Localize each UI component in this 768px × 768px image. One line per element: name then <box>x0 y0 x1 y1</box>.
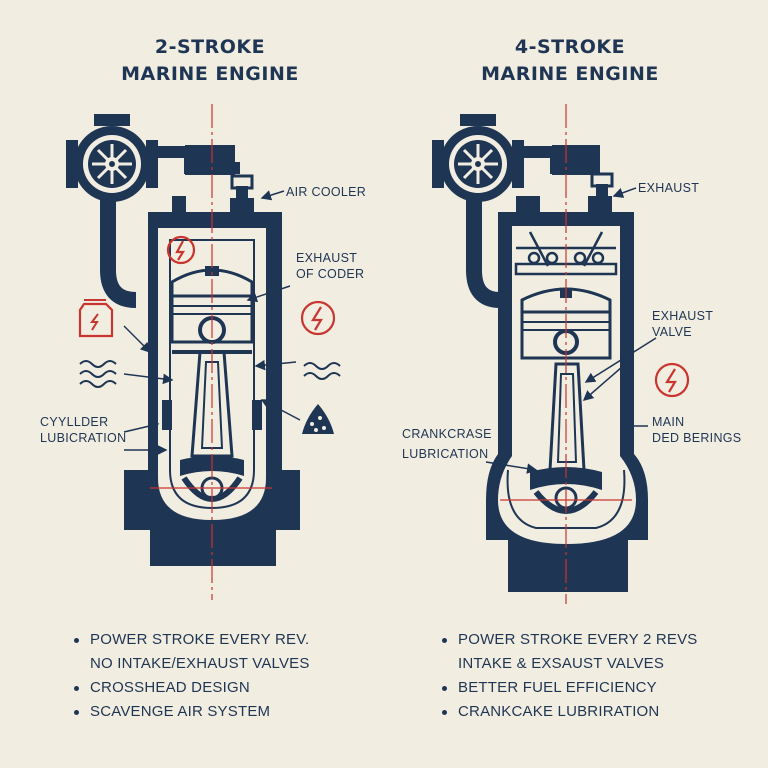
bullet-icon <box>74 710 79 715</box>
list-item: CROSSHEAD DESIGN <box>74 676 310 700</box>
list-item: POWER STROKE EVERY REV. <box>74 628 310 652</box>
exhaust-valve-label-line2: VALVE <box>652 325 692 339</box>
main-bearings-label-line2: DED BERINGS <box>652 431 741 445</box>
cylinder-lubrication-label: CYYLLDER <box>40 415 108 429</box>
battery-icon <box>78 299 114 338</box>
title-line-2: MARINE ENGINE <box>121 63 299 85</box>
exhaust-valve-icon <box>172 174 254 216</box>
two-stroke-engine: AIR COOLER EXHAUST OF CODER CYYLLDER LUB… <box>40 104 366 600</box>
two-stroke-features-list: POWER STROKE EVERY REV. NO INTAKE/EXHAUS… <box>74 628 310 724</box>
heat-waves-icon <box>79 360 117 388</box>
crankcase-lubrication-label-line2: LUBRICATION <box>402 447 488 461</box>
four-stroke-engine: EXHAUST EXHAUST VALVE MAIN DED BERINGS C… <box>402 104 741 604</box>
exhaust-valve-icon <box>516 172 614 214</box>
crankcase-lubrication-label: CRANKCRASE <box>402 427 492 441</box>
bullet-icon <box>74 686 79 691</box>
list-item: BETTER FUEL EFFICIENCY <box>442 676 698 700</box>
list-item-text: POWER STROKE EVERY REV. <box>90 631 310 648</box>
bullet-icon <box>442 710 447 715</box>
list-item-text: INTAKE & EXSAUST VALVES <box>458 655 665 672</box>
list-item: NO INTAKE/EXHAUST VALVES <box>74 652 310 676</box>
list-item-text: POWER STROKE EVERY 2 REVS <box>458 631 698 648</box>
four-stroke-title: 4-STROKE MARINE ENGINE <box>440 34 700 88</box>
list-item-text: SCAVENGE AIR SYSTEM <box>90 703 271 720</box>
exhaust-valve-label: EXHAUST <box>652 309 713 323</box>
title-line-2: MARINE ENGINE <box>481 63 659 85</box>
main-bearings-label: MAIN <box>652 415 684 429</box>
heat-waves-icon <box>303 362 341 380</box>
electric-spark-icon <box>166 235 196 265</box>
bullet-icon <box>442 686 447 691</box>
list-item-text: CROSSHEAD DESIGN <box>90 679 250 696</box>
bullet-icon <box>74 638 79 643</box>
electric-spark-icon <box>654 362 690 398</box>
list-item-text: NO INTAKE/EXHAUST VALVES <box>90 655 310 672</box>
exhaust-label-line2: OF CODER <box>296 267 364 281</box>
four-stroke-features-list: POWER STROKE EVERY 2 REVS INTAKE & EXSAU… <box>442 628 698 724</box>
turbocharger-icon <box>66 114 158 202</box>
list-item: POWER STROKE EVERY 2 REVS <box>442 628 698 652</box>
coal-pile-icon <box>302 404 334 434</box>
title-line-1: 2-STROKE <box>154 36 266 58</box>
exhaust-label: EXHAUST <box>638 181 699 195</box>
list-item-text: BETTER FUEL EFFICIENCY <box>458 679 657 696</box>
bullet-icon <box>442 638 447 643</box>
list-item-text: CRANKCAKE LUBRIRATION <box>458 703 660 720</box>
cylinder-lubrication-label-line2: LUBICRATION <box>40 431 126 445</box>
two-stroke-title: 2-STROKE MARINE ENGINE <box>80 34 340 88</box>
list-item: CRANKCAKE LUBRIRATION <box>442 700 698 724</box>
title-line-1: 4-STROKE <box>514 36 626 58</box>
exhaust-label: EXHAUST <box>296 251 357 265</box>
list-item: SCAVENGE AIR SYSTEM <box>74 700 310 724</box>
list-item: INTAKE & EXSAUST VALVES <box>442 652 698 676</box>
turbocharger-icon <box>432 114 524 202</box>
electric-spark-icon <box>300 300 336 336</box>
air-cooler-label: AIR COOLER <box>286 185 366 199</box>
